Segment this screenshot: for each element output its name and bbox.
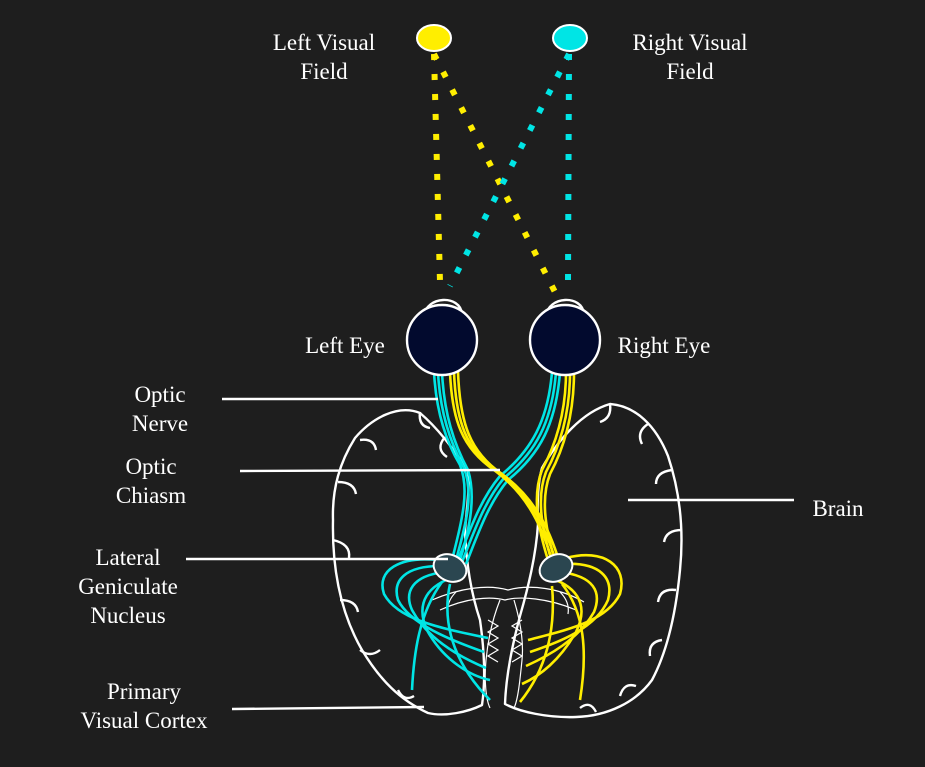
lgn-label: Lateral Geniculate Nucleus <box>68 543 188 630</box>
right-visual-field-label: Right Visual Field <box>620 28 760 86</box>
right-visual-field-dot <box>552 24 588 52</box>
right-field-rays <box>447 52 572 288</box>
left-visual-field-label: Left Visual Field <box>262 28 386 86</box>
cortex-line-2: Visual Cortex <box>80 708 208 733</box>
optic-nerve-line-2: Nerve <box>131 411 189 436</box>
left-visual-field-line-1: Left Visual <box>272 30 376 55</box>
cortex-leader <box>231 705 425 711</box>
left-eye-label: Left Eye <box>296 331 394 360</box>
right-lgn <box>538 553 574 583</box>
left-eye <box>405 298 479 377</box>
left-visual-field-line-2: Field <box>300 59 348 84</box>
left-field-rays <box>431 52 561 300</box>
right-visual-field-line-1: Right Visual <box>632 30 748 55</box>
midline-structure <box>431 586 585 709</box>
right-eye-label-text: Right Eye <box>617 333 711 358</box>
brain-outline <box>331 402 683 719</box>
optic-chiasm-label: Optic Chiasm <box>106 452 196 510</box>
right-eye <box>528 298 602 377</box>
lgn-line-1: Lateral <box>95 545 161 570</box>
right-eye-label: Right Eye <box>608 331 720 360</box>
left-eye-label-text: Left Eye <box>305 333 385 358</box>
optic-chiasm-leader <box>239 468 501 473</box>
optic-nerve-line-1: Optic <box>134 382 186 407</box>
brain-label-text: Brain <box>812 496 864 521</box>
right-visual-field-line-2: Field <box>666 59 714 84</box>
lgn-line-3: Nucleus <box>90 603 166 628</box>
left-visual-field-dot <box>416 24 452 52</box>
optic-chiasm-line-2: Chiasm <box>115 483 187 508</box>
optic-chiasm-line-1: Optic <box>125 454 177 479</box>
left-lgn <box>432 553 468 583</box>
optic-nerve-label: Optic Nerve <box>118 380 202 438</box>
primary-visual-cortex-label: Primary Visual Cortex <box>62 677 226 735</box>
leader-lines <box>186 397 794 711</box>
lgn-line-2: Geniculate <box>78 574 178 599</box>
brain-label: Brain <box>800 494 876 523</box>
cortex-line-1: Primary <box>106 679 182 704</box>
